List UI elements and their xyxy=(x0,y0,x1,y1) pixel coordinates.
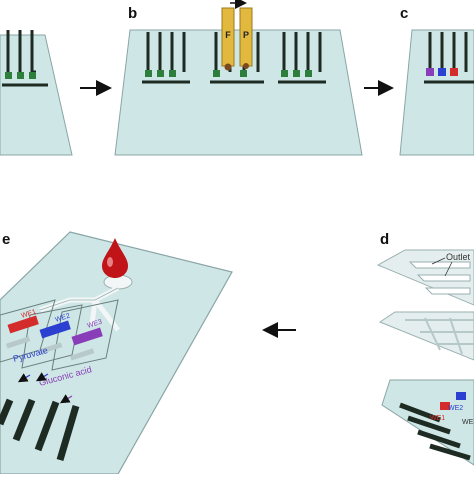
panel-d: Outlet WE1 WE2 WE3 xyxy=(376,249,474,466)
panel-d-electrodes xyxy=(399,402,471,461)
we3-pad xyxy=(71,327,103,346)
panel-a-paper xyxy=(0,34,73,156)
panel-e: WE1 WE2 WE3 Pyruvate Gluconic acid xyxy=(0,231,233,475)
panel-a xyxy=(0,30,73,156)
panel-a-pad xyxy=(5,72,12,79)
panel-c-pad-blue xyxy=(438,68,446,76)
flow-arrows xyxy=(17,372,49,383)
panel-label-c: c xyxy=(400,5,409,22)
we2-pad xyxy=(39,320,71,339)
panel-b-electrode-group-3 xyxy=(278,32,326,84)
we2-label-d: WE2 xyxy=(448,405,463,412)
we3-label-e: WE3 xyxy=(86,319,103,330)
probe-left-label: F xyxy=(225,30,231,40)
outlet-label: Outlet xyxy=(446,252,471,262)
panel-label-d: d xyxy=(380,231,390,248)
panel-c xyxy=(399,29,474,156)
panel-c-paper xyxy=(399,29,474,156)
we3-label-d: WE3 xyxy=(462,419,474,426)
panel-a-pad xyxy=(17,72,24,79)
probe-left-drop xyxy=(224,63,232,71)
panel-b-electrode-group-1 xyxy=(142,32,190,84)
panel-d-middle-layer xyxy=(378,311,474,361)
panel-c-electrodes xyxy=(424,32,474,84)
probe-right-label: P xyxy=(243,30,249,40)
panel-b-probes: F P xyxy=(221,0,253,71)
panel-c-pad-purple xyxy=(426,68,434,76)
panel-label-b: b xyxy=(128,5,138,22)
we2-label-e: WE2 xyxy=(54,313,71,324)
panel-d-pad-blue xyxy=(456,392,466,400)
panel-e-electrodes xyxy=(5,315,103,361)
panel-a-pad xyxy=(29,72,36,79)
we1-pad xyxy=(7,315,39,334)
panel-b: F P xyxy=(114,0,363,156)
probe-right-drop xyxy=(243,63,249,69)
contact-leads xyxy=(0,398,80,461)
panel-c-pad-red xyxy=(450,68,458,76)
panel-d-pad-red xyxy=(440,402,450,410)
we1-label-e: WE1 xyxy=(20,309,37,320)
blood-drop xyxy=(102,238,128,278)
we1-label-d: WE1 xyxy=(430,415,445,422)
panel-label-e: e xyxy=(2,231,11,248)
panel-b-paper xyxy=(114,29,363,156)
